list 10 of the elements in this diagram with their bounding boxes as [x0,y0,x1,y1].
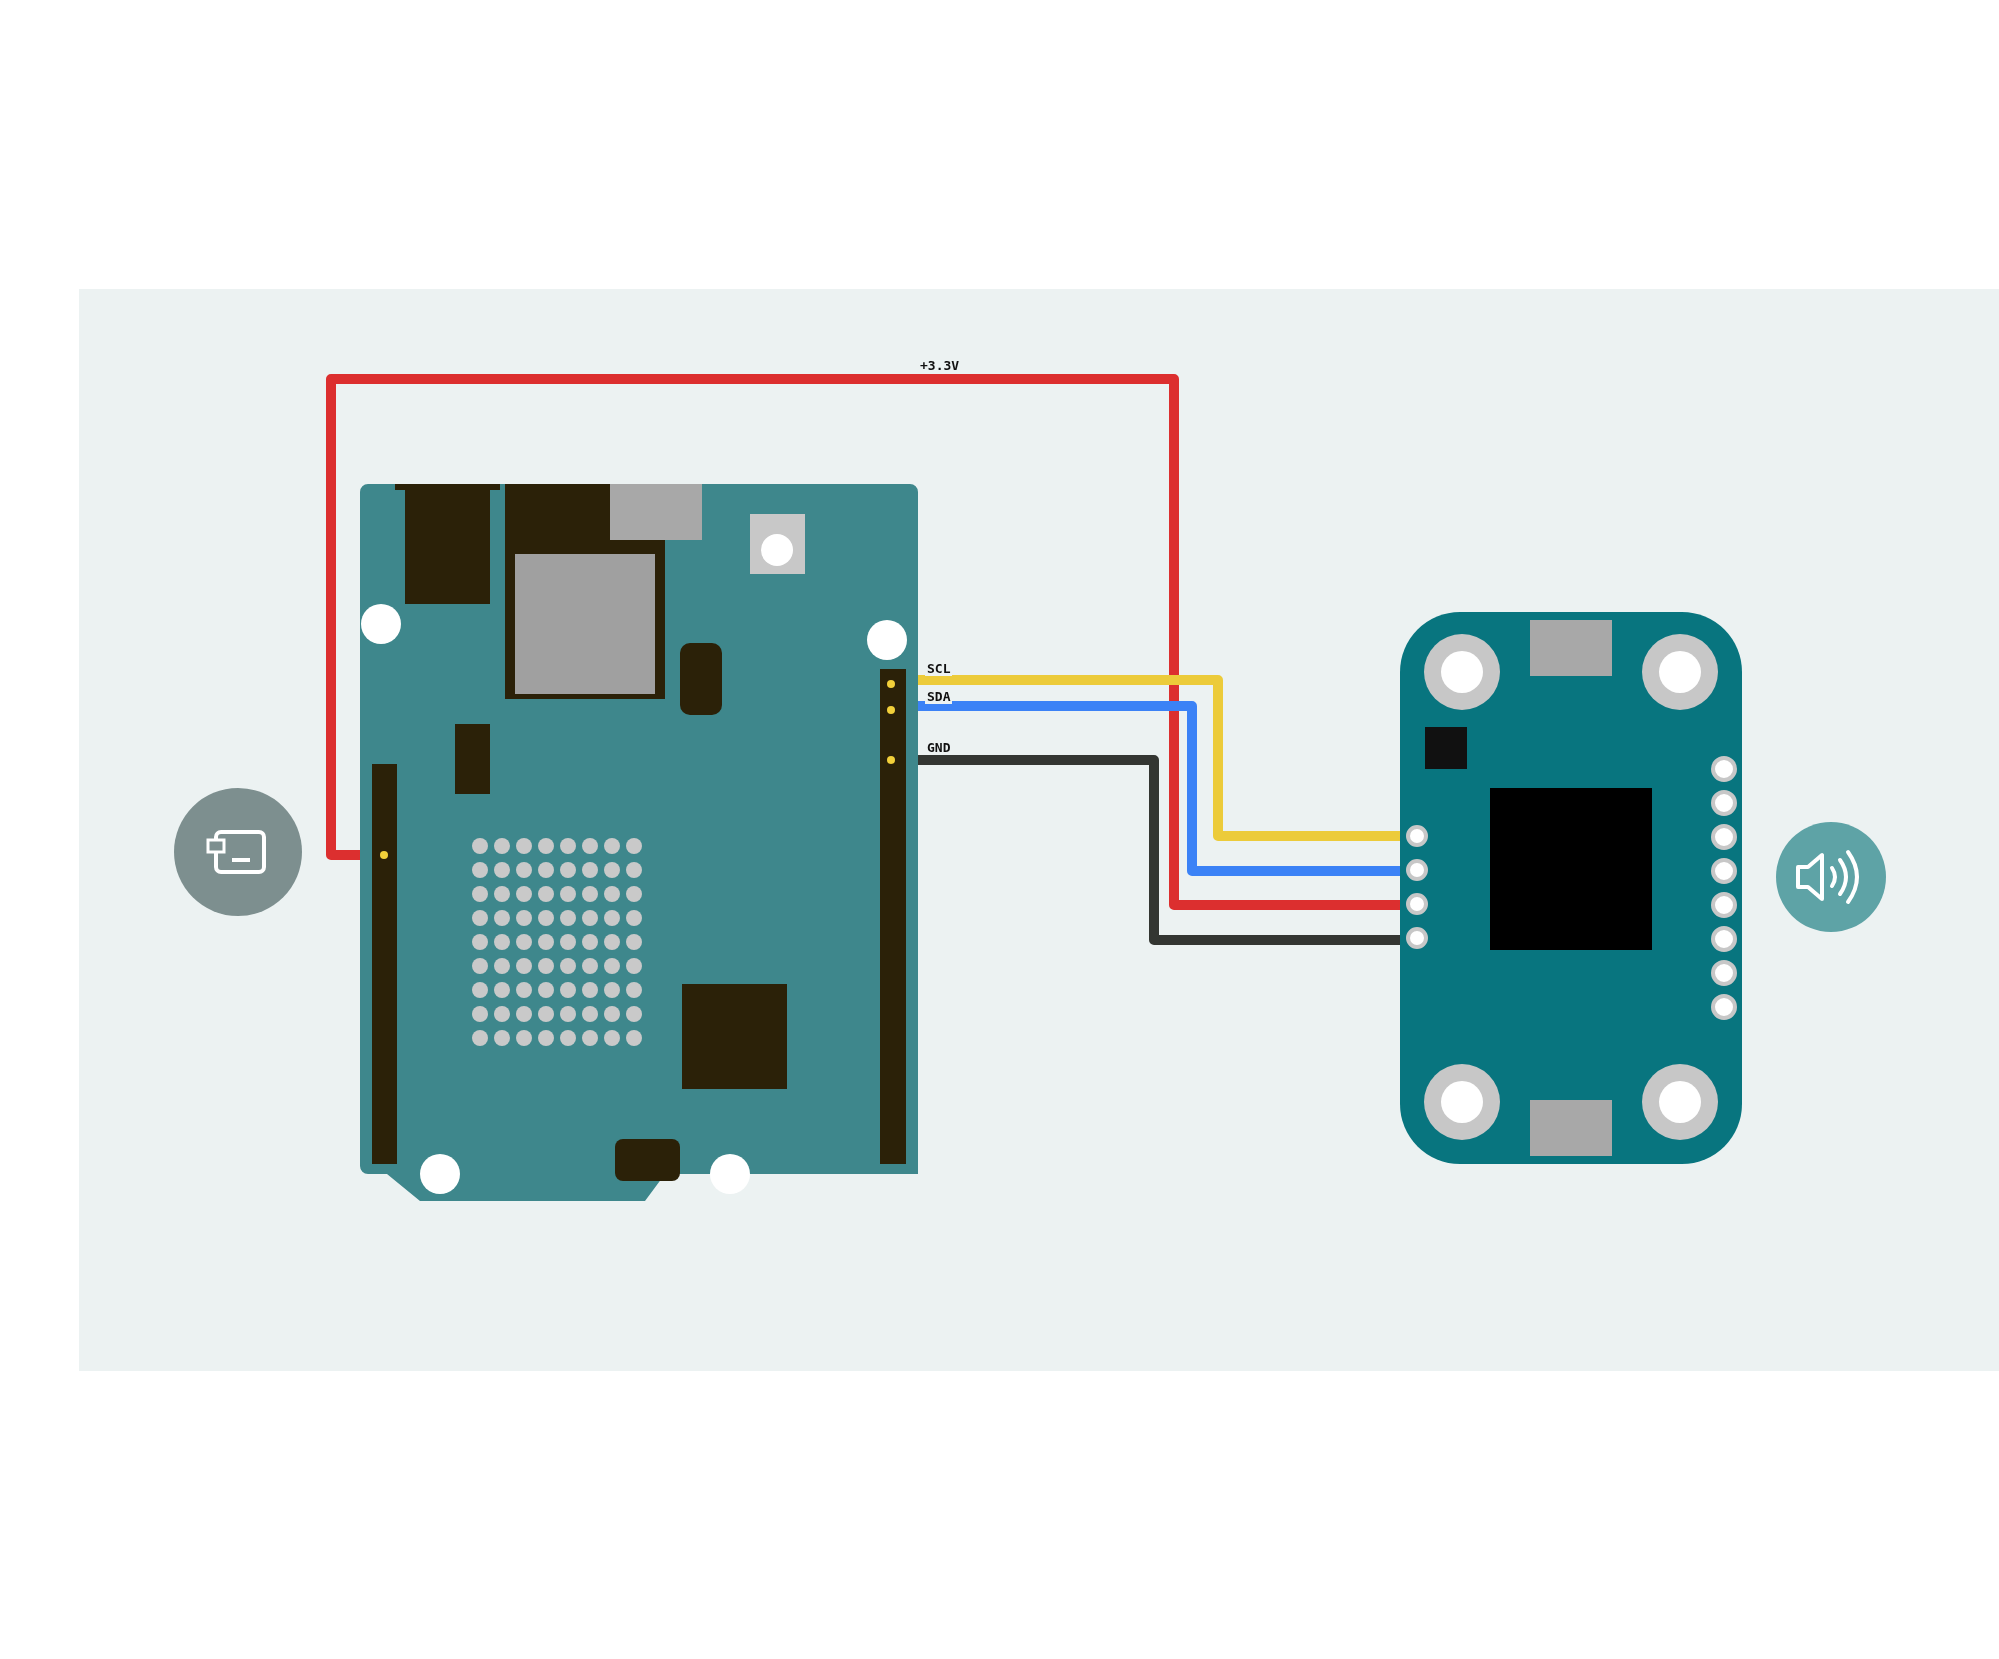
wire [326,374,1400,910]
wire [918,755,1400,945]
wire-label: SDA [925,689,953,704]
wire-label: +3.3V [918,358,962,373]
microcontroller-board-drawing [360,484,918,1201]
wire [918,675,1400,841]
sensor-module-drawing [1400,612,1742,1164]
wire-label: GND [925,740,953,755]
wire [918,701,1400,876]
wire-label: SCL [925,661,953,676]
